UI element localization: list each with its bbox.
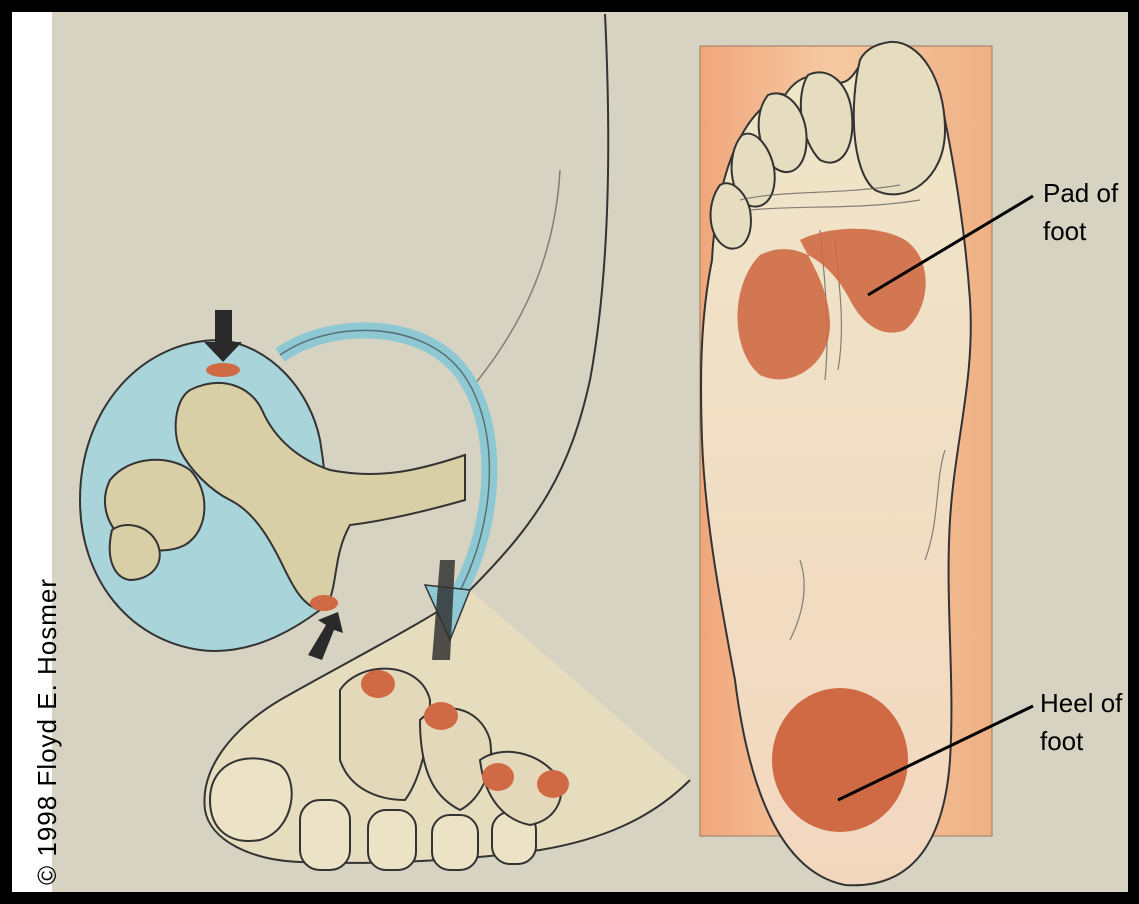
- pad-of-foot-label-line1: Pad of: [1043, 178, 1119, 208]
- pad-of-foot-label-line2: foot: [1043, 216, 1087, 246]
- heel-of-foot-spot: [772, 688, 908, 832]
- inset-top-pressure: [206, 363, 240, 377]
- up-force-arrow-icon: [308, 612, 343, 660]
- inset-bottom-pressure: [310, 595, 338, 611]
- heel-of-foot-label-line1: Heel of: [1040, 688, 1123, 718]
- leg-outline-back: [470, 170, 560, 390]
- heel-of-foot-label-line2: foot: [1040, 726, 1084, 756]
